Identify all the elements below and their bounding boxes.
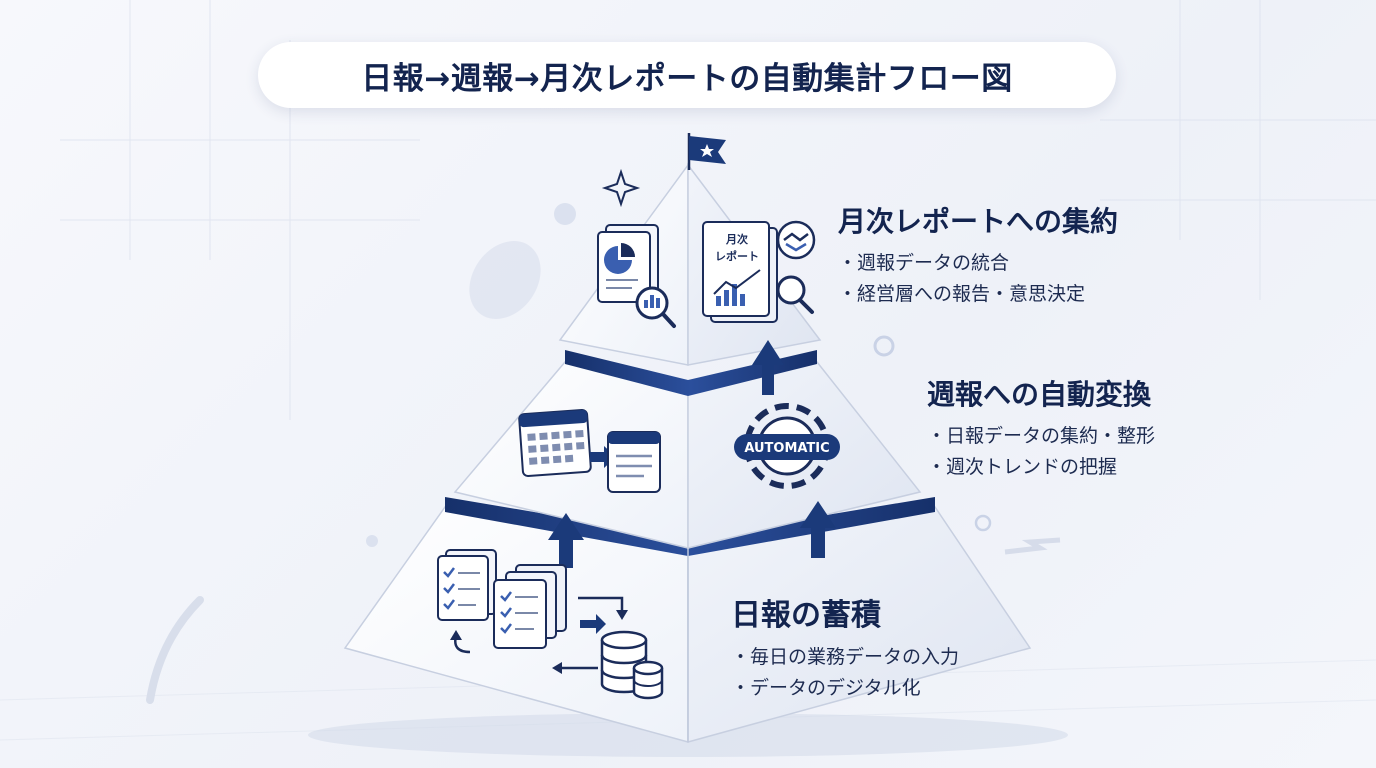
deco-dot [366, 535, 378, 547]
deco-bolt [1004, 537, 1061, 555]
page-title: 日報→週報→月次レポートの自動集計フロー図 [361, 60, 1013, 97]
bullet-item: 経営層への報告・意思決定 [838, 279, 1118, 310]
checklist-documents-icon [437, 549, 567, 649]
deco-ring [974, 514, 992, 532]
flow-arrow-head [450, 630, 462, 640]
flow-arrow-head [580, 614, 606, 634]
automatic-badge: AUTOMATIC [734, 434, 840, 460]
up-arrow-icon [800, 501, 836, 558]
calendar-icon [607, 431, 661, 493]
tier-bottom-label: 日報の蓄積 毎日の業務データの入力 データのデジタル化 [731, 590, 959, 704]
monthly-report-icon: 月次 レポート [702, 221, 778, 323]
report-icon-line2: レポート [715, 249, 759, 263]
tier-top-label: 月次レポートへの集約 週報データの統合 経営層への報告・意思決定 [838, 200, 1118, 310]
tier-top-title: 月次レポートへの集約 [838, 205, 1119, 238]
deco-ring [873, 335, 895, 357]
handshake-icon [776, 220, 816, 260]
up-arrow-icon [548, 513, 584, 568]
up-arrow-icon [752, 340, 784, 395]
automatic-badge-text: AUTOMATIC [744, 441, 829, 456]
bullet-item: 週報データの統合 [838, 248, 1118, 279]
bullet-item: 週次トレンドの把握 [927, 452, 1155, 483]
tier-bottom-title: 日報の蓄積 [731, 598, 881, 633]
calendar-icon [518, 409, 592, 477]
bullet-item: 毎日の業務データの入力 [731, 642, 959, 673]
magnifier-icon [635, 286, 676, 328]
bullet-item: データのデジタル化 [731, 673, 959, 704]
tier-middle-title: 週報への自動変換 [927, 378, 1152, 411]
database-icon [600, 630, 664, 700]
report-icon-line1: 月次 [725, 232, 748, 246]
deco-swoosh [146, 596, 204, 704]
sparkle-icon [601, 168, 641, 208]
pie-chart-document-icon [597, 224, 659, 303]
title-banner: 日報→週報→月次レポートの自動集計フロー図 [258, 42, 1116, 108]
star-flag-icon [687, 133, 726, 170]
tier-top-bullets: 週報データの統合 経営層への報告・意思決定 [838, 248, 1118, 310]
tier-middle-label: 週報への自動変換 日報データの集約・整形 週次トレンドの把握 [927, 373, 1155, 483]
flow-arrow-icon [578, 596, 624, 612]
flow-arrow-head [616, 610, 628, 620]
deco-dot [554, 203, 576, 225]
bullet-item: 日報データの集約・整形 [927, 421, 1155, 452]
tier-bottom-bullets: 毎日の業務データの入力 データのデジタル化 [731, 642, 959, 704]
tier-middle-bullets: 日報データの集約・整形 週次トレンドの把握 [927, 421, 1155, 483]
magnifier-icon [776, 275, 814, 314]
deco-blob [469, 241, 541, 319]
flow-arrow-head [552, 662, 562, 674]
